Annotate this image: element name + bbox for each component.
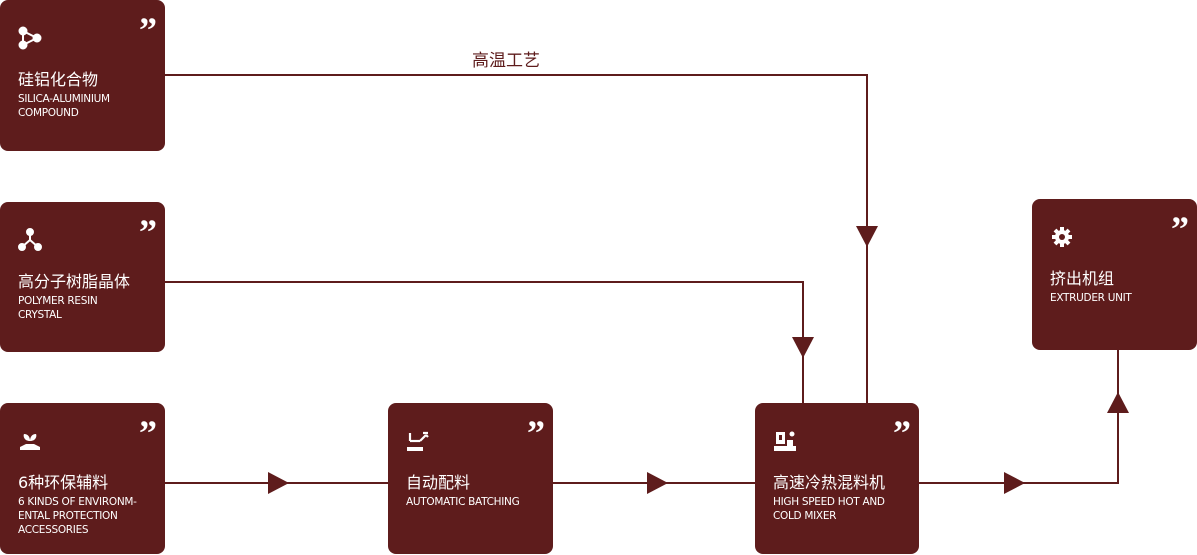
node-subtitle: AUTOMATIC BATCHING xyxy=(406,496,520,508)
quote-icon: ” xyxy=(139,10,157,50)
quote-icon: ” xyxy=(1171,209,1189,249)
node-title: 高分子树脂晶体 xyxy=(18,272,131,291)
connector-mixer-to-extruder xyxy=(919,350,1119,484)
arrow-right xyxy=(268,472,289,494)
quote-icon: ” xyxy=(893,413,911,453)
mixer-machine-icon xyxy=(774,431,796,451)
node-subtitle: POLYMER RESIN CRYSTAL xyxy=(18,295,98,321)
arrow-down xyxy=(792,337,814,358)
node-subtitle: EXTRUDER UNIT xyxy=(1050,292,1132,304)
connector-silica-to-mixer xyxy=(165,74,868,403)
quote-icon: ” xyxy=(139,413,157,453)
node-title: 高速冷热混料机 xyxy=(773,473,886,492)
connector-resin-to-mixer xyxy=(165,281,804,403)
share-nodes-icon xyxy=(18,26,42,50)
arrow-right xyxy=(647,472,668,494)
molecule-icon xyxy=(18,228,42,251)
node-title: 6种环保辅料 xyxy=(18,473,109,492)
quote-icon: ” xyxy=(527,413,545,453)
node-automatic-batching[interactable]: ” 自动配料 AUTOMATIC BATCHING xyxy=(388,403,553,554)
node-polymer-resin[interactable]: ” 高分子树脂晶体 POLYMER RESIN CRYSTAL xyxy=(0,202,165,352)
gear-icon xyxy=(1052,227,1072,247)
node-extruder-unit[interactable]: ” 挤出机组 EXTRUDER UNIT xyxy=(1032,199,1197,350)
plant-hand-icon xyxy=(20,434,40,450)
robot-arm-icon xyxy=(407,431,429,451)
node-subtitle: SILICA-ALUMINIUM COMPOUND xyxy=(18,93,110,119)
node-eco-accessories[interactable]: ” 6种环保辅料 6 KINDS OF ENVIRONM-ENTAL PROTE… xyxy=(0,403,165,554)
quote-icon: ” xyxy=(139,212,157,252)
node-silica-aluminium[interactable]: ” 硅铝化合物 SILICA-ALUMINIUM COMPOUND xyxy=(0,0,165,151)
node-title: 挤出机组 xyxy=(1050,269,1115,288)
node-hot-cold-mixer[interactable]: ” 高速冷热混料机 HIGH SPEED HOT AND COLD MIXER xyxy=(755,403,919,554)
node-title: 自动配料 xyxy=(406,473,471,492)
process-label: 高温工艺 xyxy=(472,51,540,71)
arrow-right xyxy=(1004,472,1025,494)
arrow-up xyxy=(1107,392,1129,413)
node-title: 硅铝化合物 xyxy=(18,70,99,89)
node-subtitle: HIGH SPEED HOT AND COLD MIXER xyxy=(773,496,885,522)
arrow-down xyxy=(856,226,878,247)
node-subtitle: 6 KINDS OF ENVIRONM-ENTAL PROTECTION ACC… xyxy=(18,496,137,536)
